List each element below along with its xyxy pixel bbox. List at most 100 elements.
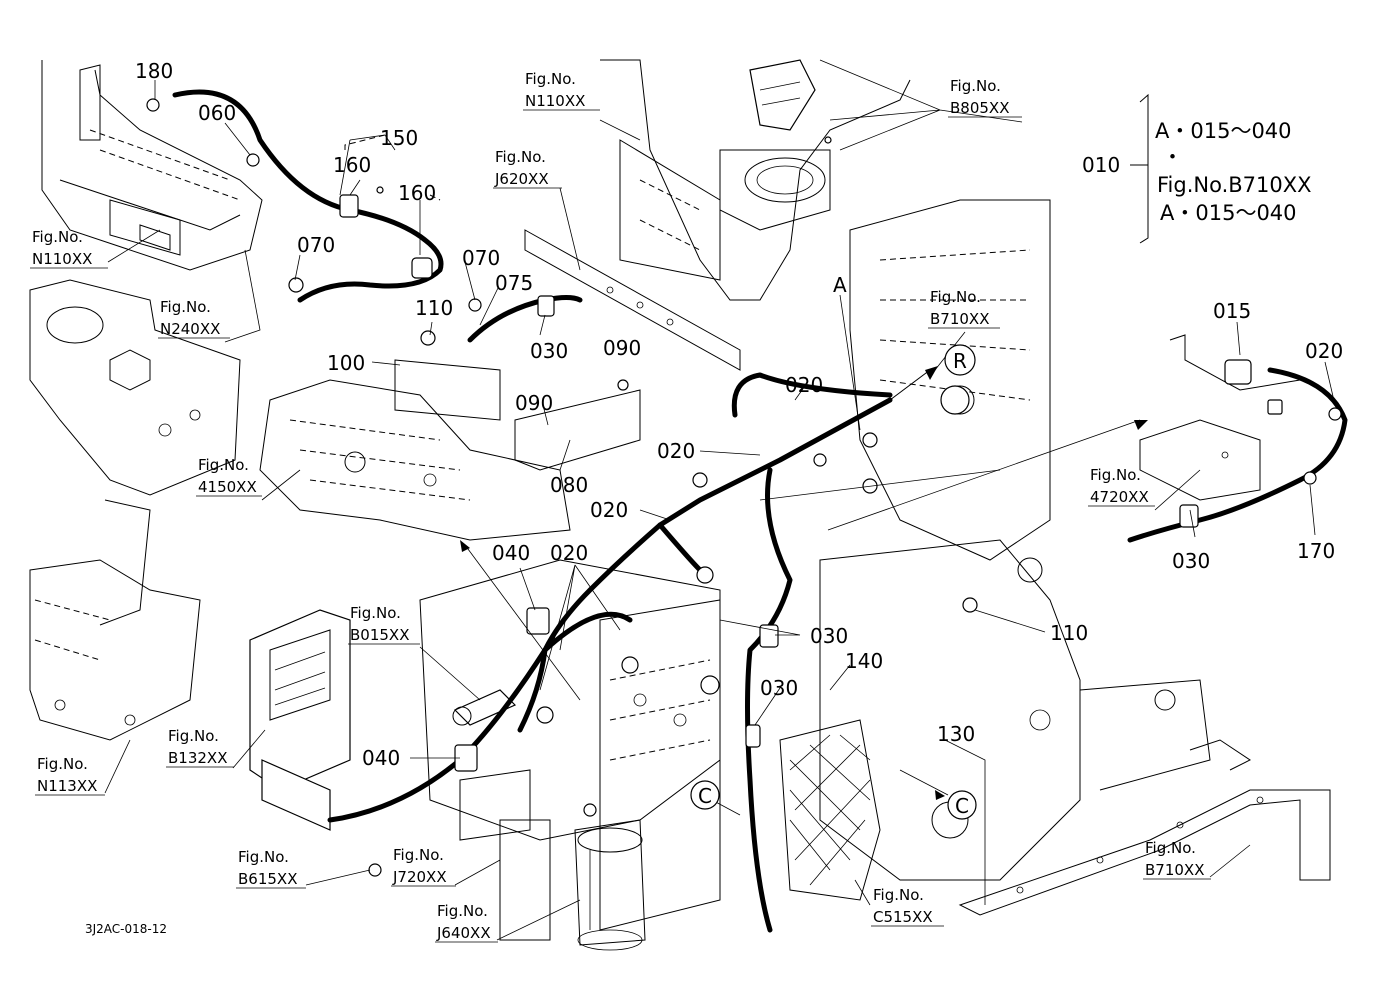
svg-text:Fig.No.: Fig.No. <box>238 848 289 866</box>
part-label-100: 100 <box>327 351 365 375</box>
fig-ref-b710-top: Fig.No. B710XX <box>928 288 1000 329</box>
svg-text:4150XX: 4150XX <box>198 478 257 496</box>
part-label-110-b: 110 <box>1050 621 1088 645</box>
marker-label-c-1: C <box>698 784 712 808</box>
marker-label-r: R <box>953 349 967 373</box>
part-label-160-a: 160 <box>333 153 371 177</box>
part-label-020-a: 020 <box>785 373 823 397</box>
fig-ref-n110-left: Fig.No. N110XX <box>30 228 108 269</box>
part-label-010: 010 <box>1082 153 1120 177</box>
fig-ref-n240: Fig.No. N240XX <box>158 298 230 339</box>
fig-ref-4150: Fig.No. 4150XX <box>196 456 262 497</box>
svg-text:Fig.No.: Fig.No. <box>37 755 88 773</box>
svg-text:Fig.No.: Fig.No. <box>1145 839 1196 857</box>
part-label-170: 170 <box>1297 539 1335 563</box>
upper-center-frame-art <box>600 59 911 301</box>
fig-ref-4720: Fig.No. 4720XX <box>1088 466 1155 507</box>
lower-center-housing-art <box>419 559 721 931</box>
part-label-030-d: 030 <box>1172 549 1210 573</box>
svg-text:B710XX: B710XX <box>930 310 989 328</box>
leader-lines <box>104 59 1336 941</box>
svg-text:N240XX: N240XX <box>160 320 220 338</box>
fig-ref-b132: Fig.No. B132XX <box>166 727 234 768</box>
legend-line-2: Fig.No.B710XX <box>1157 173 1312 197</box>
right-frame-bar-art <box>958 739 1331 916</box>
svg-text:Fig.No.: Fig.No. <box>950 77 1001 95</box>
part-label-020-c: 020 <box>590 498 628 522</box>
part-label-160-b: 160 <box>398 181 436 205</box>
part-label-150: 150 <box>380 126 418 150</box>
drawing-code: 3J2AC-018-12 <box>85 922 167 936</box>
part-label-040-b: 040 <box>362 746 400 770</box>
svg-text:Fig.No.: Fig.No. <box>930 288 981 306</box>
part-label-060: 060 <box>198 101 236 125</box>
wire-harness <box>172 89 1348 933</box>
marker-label-a: A <box>833 273 847 297</box>
fig-ref-n110-top: Fig.No. N110XX <box>523 70 600 111</box>
part-label-075: 075 <box>495 271 533 295</box>
svg-text:4720XX: 4720XX <box>1090 488 1149 506</box>
part-label-015: 015 <box>1213 299 1251 323</box>
arrowheads <box>460 366 1148 800</box>
svg-text:Fig.No.: Fig.No. <box>393 846 444 864</box>
assembly-legend: A・015～040 ・ Fig.No.B710XX A・015～040 <box>1155 119 1312 225</box>
part-label-040-a: 040 <box>492 541 530 565</box>
part-label-180: 180 <box>135 59 173 83</box>
part-label-140: 140 <box>845 649 883 673</box>
part-label-020-e: 020 <box>1305 339 1343 363</box>
transmission-housing-art <box>259 379 571 541</box>
part-label-030-c: 030 <box>760 676 798 700</box>
part-label-030-b: 030 <box>810 624 848 648</box>
crosshatch-cover-art <box>779 719 881 901</box>
svg-text:B132XX: B132XX <box>168 749 227 767</box>
fig-ref-n113: Fig.No. N113XX <box>35 755 105 796</box>
upper-left-frame-art <box>41 60 263 271</box>
svg-text:Fig.No.: Fig.No. <box>32 228 83 246</box>
switch-box-art <box>749 59 816 131</box>
svg-text:J620XX: J620XX <box>494 170 549 188</box>
fig-ref-c515: Fig.No. C515XX <box>871 886 944 927</box>
part-label-090-b: 090 <box>515 391 553 415</box>
svg-text:Fig.No.: Fig.No. <box>437 902 488 920</box>
fig-ref-b710-right: Fig.No. B710XX <box>1143 839 1211 880</box>
machine-structure-art <box>29 59 1331 951</box>
bracket-4720-art <box>1139 334 1301 501</box>
svg-text:B015XX: B015XX <box>350 626 409 644</box>
controller-unit-art <box>249 609 351 831</box>
part-label-020-d: 020 <box>550 541 588 565</box>
svg-text:N110XX: N110XX <box>32 250 92 268</box>
sensor-b015-art <box>452 689 517 726</box>
svg-text:J720XX: J720XX <box>392 868 447 886</box>
fig-ref-j640: Fig.No. J640XX <box>435 902 498 943</box>
part-number-labels: 180 060 150 160 160 070 070 075 110 100 … <box>135 59 1343 818</box>
legend-dot: ・ <box>1162 145 1183 169</box>
svg-text:Fig.No.: Fig.No. <box>168 727 219 745</box>
svg-text:B805XX: B805XX <box>950 99 1009 117</box>
filter-art <box>574 819 646 951</box>
svg-text:B615XX: B615XX <box>238 870 297 888</box>
part-label-020-b: 020 <box>657 439 695 463</box>
part-label-090-a: 090 <box>603 336 641 360</box>
stays-art <box>394 229 741 941</box>
fig-ref-b615: Fig.No. B615XX <box>236 848 306 889</box>
legend-line-3: A・015～040 <box>1160 201 1297 225</box>
fig-ref-b015: Fig.No. B015XX <box>348 604 420 645</box>
svg-text:Fig.No.: Fig.No. <box>350 604 401 622</box>
svg-text:Fig.No.: Fig.No. <box>198 456 249 474</box>
svg-text:Fig.No.: Fig.No. <box>495 148 546 166</box>
svg-text:Fig.No.: Fig.No. <box>525 70 576 88</box>
circle-markers <box>690 344 977 820</box>
marker-label-c-2: C <box>955 794 969 818</box>
lower-left-frame-art <box>29 499 201 741</box>
svg-text:J640XX: J640XX <box>436 924 491 942</box>
part-label-110-a: 110 <box>415 296 453 320</box>
svg-text:N113XX: N113XX <box>37 777 97 795</box>
svg-text:Fig.No.: Fig.No. <box>873 886 924 904</box>
fig-ref-j620: Fig.No. J620XX <box>493 148 562 189</box>
svg-text:N110XX: N110XX <box>525 92 585 110</box>
svg-text:Fig.No.: Fig.No. <box>160 298 211 316</box>
legend-line-1: A・015～040 <box>1155 119 1292 143</box>
svg-text:Fig.No.: Fig.No. <box>1090 466 1141 484</box>
svg-text:C515XX: C515XX <box>873 908 933 926</box>
